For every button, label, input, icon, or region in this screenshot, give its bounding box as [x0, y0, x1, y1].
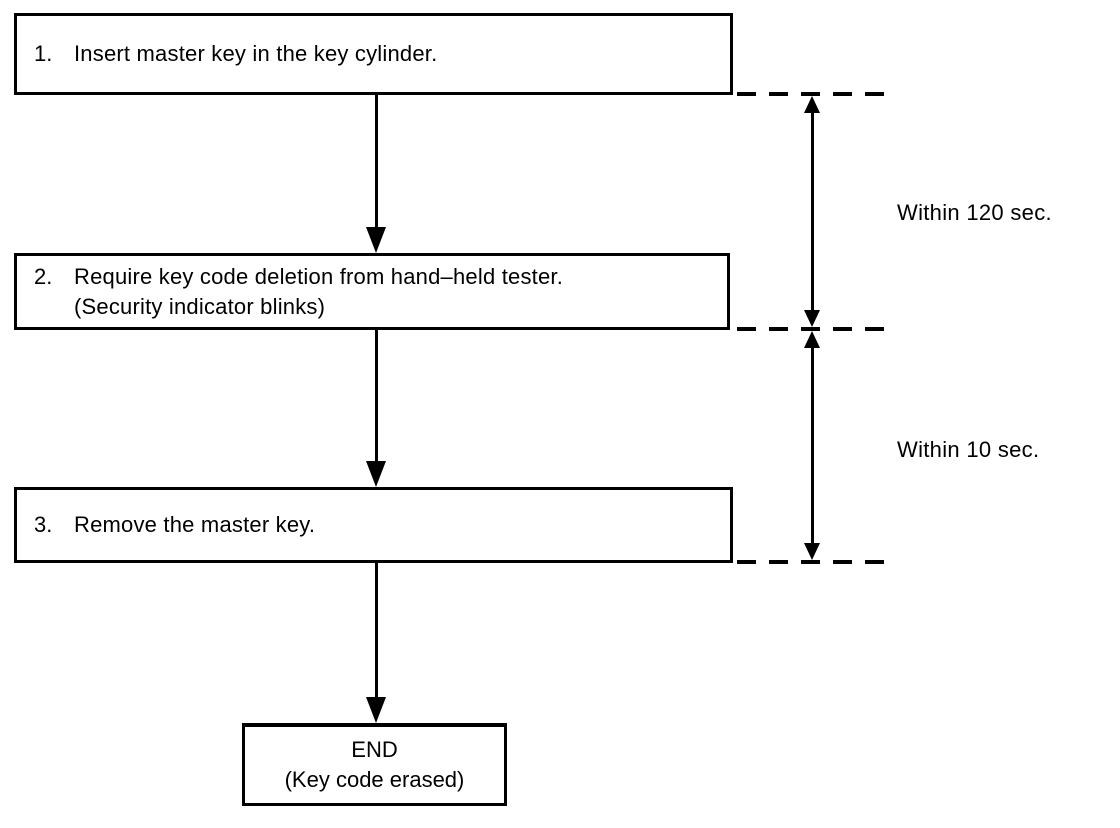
arrow-stem — [374, 330, 378, 461]
arrow-stem — [374, 563, 378, 697]
arrow-up-icon — [804, 331, 820, 348]
step-1-number: 1. — [34, 41, 53, 66]
dashed-line-step3-bottom — [737, 560, 887, 564]
step-3-text: Remove the master key. — [74, 512, 316, 537]
measure-stem — [810, 113, 814, 310]
end-box: END (Key code erased) — [242, 723, 507, 806]
step-3-content: 3. Remove the master key. — [34, 510, 315, 540]
step-box-2: 2. Require key code deletion from hand–h… — [14, 253, 730, 330]
flow-arrow-step2-to-step3 — [365, 330, 387, 487]
arrow-down-icon — [804, 310, 820, 327]
arrow-down-icon — [366, 227, 386, 253]
step-box-3: 3. Remove the master key. — [14, 487, 733, 563]
step-box-1: 1. Insert master key in the key cylinder… — [14, 13, 733, 95]
step-1-content: 1. Insert master key in the key cylinder… — [34, 39, 437, 69]
step-2-text: Require key code deletion from hand–held… — [74, 262, 563, 322]
step-2-line-1: Require key code deletion from hand–held… — [74, 263, 564, 289]
step-2-line-2: (Security indicator blinks) — [74, 293, 326, 319]
step-3-number: 3. — [34, 512, 53, 537]
measure-stem — [810, 348, 814, 543]
timing-label-120-sec: Within 120 sec. — [897, 200, 1052, 225]
step-2-content: 2. Require key code deletion from hand–h… — [34, 262, 563, 322]
timing-label-10-sec: Within 10 sec. — [897, 437, 1040, 462]
end-box-title: END — [351, 737, 398, 762]
flow-arrow-step1-to-step2 — [365, 95, 387, 253]
step-1-text: Insert master key in the key cylinder. — [74, 41, 438, 66]
arrow-down-icon — [366, 461, 386, 487]
arrow-stem — [374, 95, 378, 227]
arrow-up-icon — [804, 96, 820, 113]
measure-arrow-120-sec — [804, 96, 820, 327]
flow-arrow-step3-to-end — [365, 563, 387, 723]
measure-arrow-10-sec — [804, 331, 820, 560]
arrow-down-icon — [366, 697, 386, 723]
step-2-number: 2. — [34, 263, 53, 289]
arrow-down-icon — [804, 543, 820, 560]
end-box-subtitle: (Key code erased) — [284, 767, 465, 792]
dashed-line-step2-bottom — [737, 327, 887, 331]
dashed-line-step1-bottom — [737, 92, 887, 96]
